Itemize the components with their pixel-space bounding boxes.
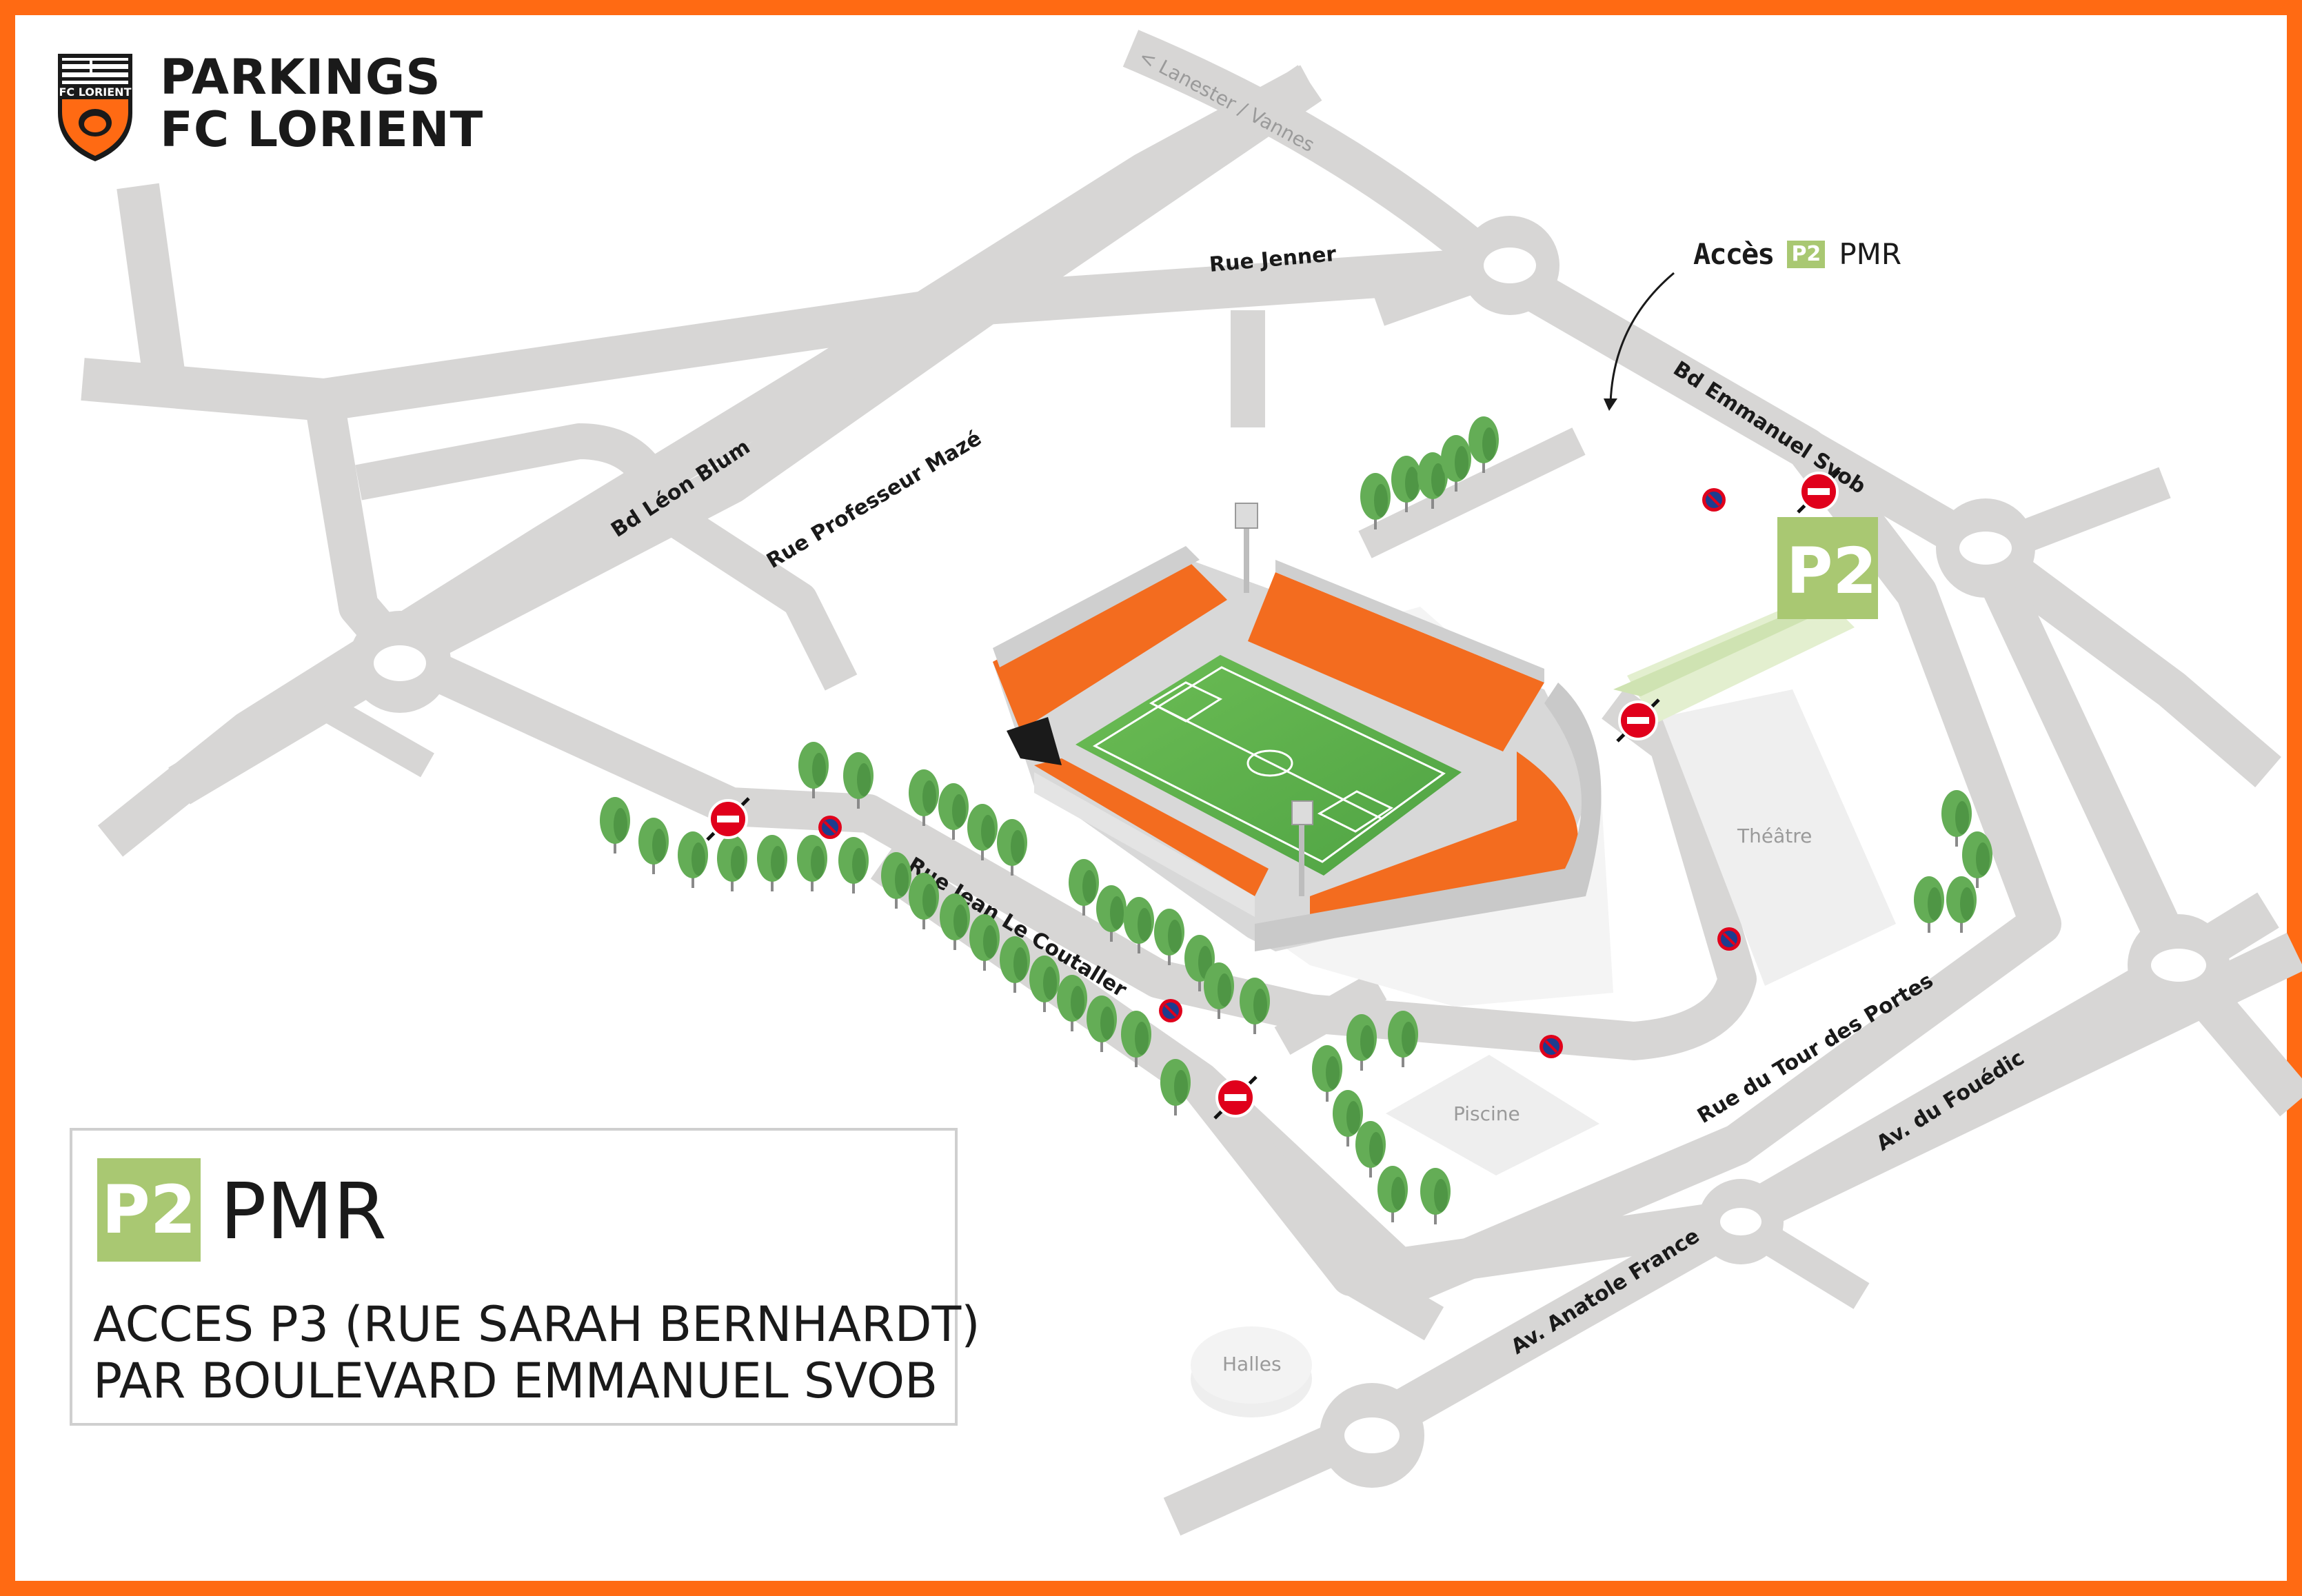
- brand-title: PARKINGS FC LORIENT: [160, 51, 483, 156]
- fc-lorient-logo: FC LORIENT: [58, 54, 132, 161]
- legend-title: PMR: [220, 1167, 387, 1257]
- stand-north: [1248, 572, 1544, 751]
- access-arrow-head: [1604, 398, 1617, 411]
- legend-line2: PAR BOULEVARD EMMANUEL SVOB: [93, 1353, 938, 1409]
- access-note-label: Accès: [1693, 237, 1775, 271]
- pitch: [1076, 655, 1462, 876]
- place-label-halles: Halles: [1222, 1353, 1282, 1375]
- no-parking-icon: [817, 814, 843, 840]
- logo-text: FC LORIENT: [59, 85, 132, 99]
- p2-parking-marker-label: P2: [1786, 534, 1877, 608]
- stand-south: [1034, 758, 1269, 896]
- legend-box: P2 PMR ACCES P3 (RUE SARAH BERNHARDT) PA…: [70, 1128, 980, 1426]
- access-note-badge: P2: [1787, 240, 1826, 268]
- p2-parking-area: P2: [1613, 517, 1878, 724]
- p2-parking-marker: [1777, 517, 1878, 619]
- no-parking-icon: [1538, 1033, 1564, 1060]
- road-network: [81, 30, 2302, 1536]
- access-note: Accès P2 PMR: [1693, 237, 1901, 271]
- no-parking-icon: [1701, 487, 1727, 513]
- street-label-svob: Bd Emmanuel Svob: [1669, 356, 1870, 498]
- halles-building: Halles: [1191, 1326, 1312, 1417]
- piscine-building: Piscine: [1386, 1055, 1599, 1175]
- legend-p2-badge: P2: [97, 1158, 201, 1262]
- floodlight-icon: [1235, 503, 1258, 593]
- no-parking-icon: [1158, 998, 1184, 1024]
- legend-line1: ACCES P3 (RUE SARAH BERNHARDT): [93, 1296, 980, 1353]
- stadium: [993, 503, 1613, 1007]
- no-parking-icon: [1716, 926, 1742, 952]
- access-arrow: [1609, 272, 1675, 404]
- brand-title-line2: FC LORIENT: [160, 101, 484, 158]
- floodlight-icon: [1291, 800, 1313, 896]
- theatre-building: Théâtre: [1662, 689, 1896, 986]
- brand-title-line1: PARKINGS: [160, 49, 441, 105]
- stand-west: [993, 558, 1227, 731]
- place-label-piscine: Piscine: [1453, 1102, 1520, 1125]
- access-note-text: PMR: [1839, 237, 1902, 271]
- place-label-theatre: Théâtre: [1737, 825, 1812, 847]
